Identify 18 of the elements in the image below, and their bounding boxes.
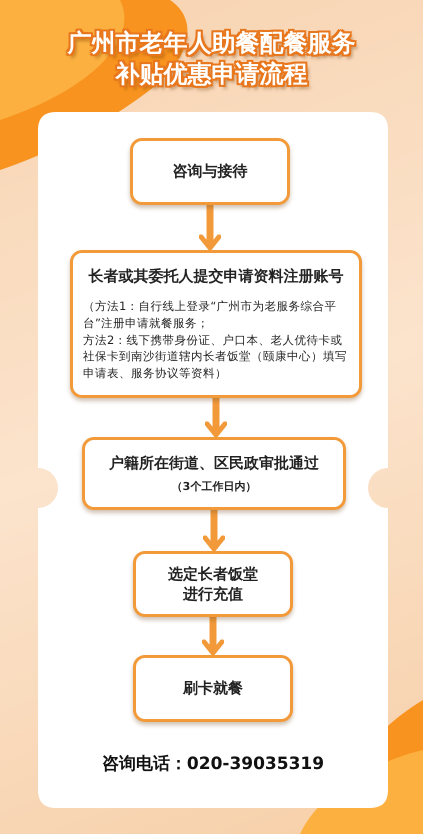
contact-text: 咨询电话：020-39035319: [100, 753, 326, 775]
arrow: [198, 205, 222, 250]
step-note: （方法1：自行线上登录“广州市为老服务综合平台”注册申请就餐服务；: [82, 298, 338, 332]
process-box: [70, 250, 362, 398]
process-box: [133, 551, 293, 617]
step-note: （3个工作日内）: [172, 479, 256, 494]
step-heading: 刷卡就餐: [182, 678, 244, 699]
arrow: [202, 510, 226, 552]
arrow: [202, 617, 224, 656]
process-box: [133, 655, 293, 722]
step-heading: 咨询与接待: [172, 161, 248, 182]
arrow: [204, 398, 228, 438]
process-box: [130, 138, 290, 205]
step-note: 方法2：线下携带身份证、户口本、老人优待卡或社保卡到南沙街道辖内长者饭堂（颐康中心）填写申请表、服务协议等资料）: [82, 332, 348, 382]
step-heading: 户籍所在街道、区民政审批通过: [109, 452, 319, 474]
step-heading: 长者或其委托人提交申请资料注册账号: [88, 266, 344, 286]
step-heading: 选定长者饭堂进行充值: [167, 564, 259, 604]
process-box: [82, 437, 346, 510]
